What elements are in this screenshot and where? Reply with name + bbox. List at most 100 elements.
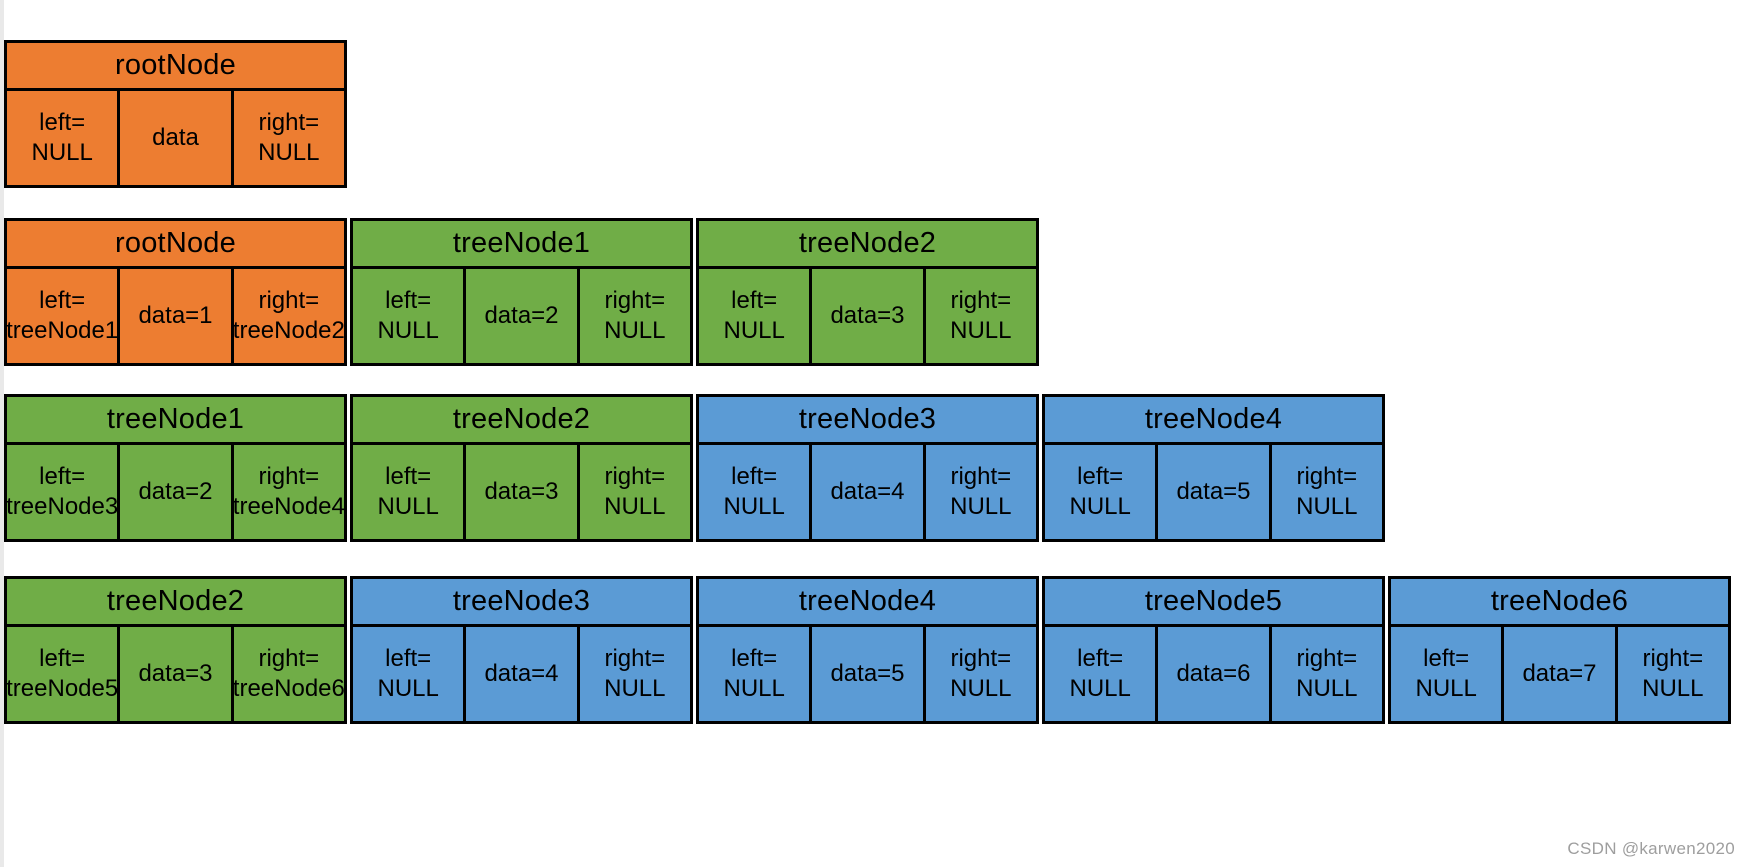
node-title: rootNode [7, 43, 344, 91]
cell-text: treeNode5 [6, 675, 119, 702]
cell-text: treeNode2 [232, 317, 345, 344]
node-cell-data: data=7 [1501, 627, 1614, 721]
node-cell-left: left= NULL [353, 627, 463, 721]
node-cell-left: left=NULL [699, 269, 809, 363]
cell-text: left= [39, 463, 86, 490]
cell-text: right= [1642, 645, 1704, 672]
cell-text: treeNode6 [232, 675, 345, 702]
tree-node-treeNode4: treeNode4 left= NULL data=5 right= NULL [696, 576, 1039, 724]
cell-text: NULL [1296, 675, 1358, 702]
node-cell-data: data [117, 91, 230, 185]
node-title: treeNode4 [1045, 397, 1382, 445]
cell-text: right= [604, 645, 666, 672]
cell-text: NULL [723, 675, 785, 702]
node-cell-right: right= treeNode6 [230, 627, 345, 721]
cell-text: left= [39, 645, 86, 672]
node-title: treeNode3 [353, 579, 690, 627]
node-cell-left: left=NULL [353, 269, 463, 363]
node-title: treeNode3 [699, 397, 1036, 445]
cell-text: right= [950, 645, 1012, 672]
cell-text: data=7 [1522, 660, 1597, 687]
node-cell-right: right=NULL [230, 91, 344, 185]
cell-text: left= [385, 645, 432, 672]
cell-text: treeNode3 [6, 493, 119, 520]
node-cell-right: right=NULL [1614, 627, 1728, 721]
cell-text: NULL [950, 675, 1012, 702]
node-cell-data: data=5 [809, 627, 922, 721]
cell-text: NULL [377, 493, 439, 520]
cell-text: data=5 [830, 660, 905, 687]
cell-text: data=5 [1176, 478, 1251, 505]
node-cell-right: right= NULL [922, 627, 1036, 721]
cell-text: NULL [1069, 493, 1131, 520]
node-cell-left: left=treeNode1 [6, 269, 118, 363]
page-left-edge [0, 0, 4, 867]
csdn-watermark: CSDN @karwen2020 [1567, 839, 1735, 858]
node-cell-right: right=NULL [576, 627, 690, 721]
node-cell-data: data=5 [1155, 445, 1268, 539]
node-title: treeNode4 [699, 579, 1036, 627]
node-cell-left: left=NULL [7, 91, 117, 185]
node-cell-left: left=NULL [1045, 627, 1155, 721]
cell-text: left= [1077, 463, 1124, 490]
node-cell-right: right=treeNode4 [230, 445, 345, 539]
cell-text: NULL [377, 675, 439, 702]
node-cell-left: left= NULL [353, 445, 463, 539]
cell-text: right= [1296, 463, 1358, 490]
cell-text: treeNode4 [232, 493, 345, 520]
cell-text: NULL [604, 493, 666, 520]
cell-text: right= [604, 287, 666, 314]
node-body: left= treeNode3 data=2 right=treeNode4 [6, 445, 345, 539]
node-cell-right: right= NULL [1268, 445, 1382, 539]
cell-text: data=2 [138, 478, 213, 505]
cell-text: NULL [950, 317, 1012, 344]
cell-text: NULL [1415, 675, 1477, 702]
cell-text: left= [385, 463, 432, 490]
cell-text: NULL [258, 139, 320, 166]
cell-text: NULL [1296, 493, 1358, 520]
cell-text: right= [258, 645, 320, 672]
cell-text: NULL [604, 317, 666, 344]
cell-text: left= [1077, 645, 1124, 672]
node-body: left= NULL data=5 right= NULL [699, 627, 1036, 721]
cell-text: left= [731, 645, 778, 672]
node-title: treeNode2 [353, 397, 690, 445]
node-cell-data: data=2 [463, 269, 576, 363]
cell-text: NULL [377, 317, 439, 344]
cell-text: NULL [31, 139, 93, 166]
node-cell-right: right=NULL [922, 445, 1036, 539]
cell-text: left= [731, 463, 778, 490]
node-title: treeNode1 [353, 221, 690, 269]
cell-text: data=3 [830, 302, 905, 329]
node-cell-right: right=NULL [1268, 627, 1382, 721]
node-cell-data: data=4 [463, 627, 576, 721]
node-cell-data: data=2 [117, 445, 230, 539]
node-cell-data: data=6 [1155, 627, 1268, 721]
cell-text: data=1 [138, 302, 213, 329]
cell-text: NULL [950, 493, 1012, 520]
cell-text: data=2 [484, 302, 559, 329]
node-title: rootNode [7, 221, 344, 269]
node-cell-data: data=4 [809, 445, 922, 539]
node-cell-data: data=3 [117, 627, 230, 721]
cell-text: NULL [723, 493, 785, 520]
